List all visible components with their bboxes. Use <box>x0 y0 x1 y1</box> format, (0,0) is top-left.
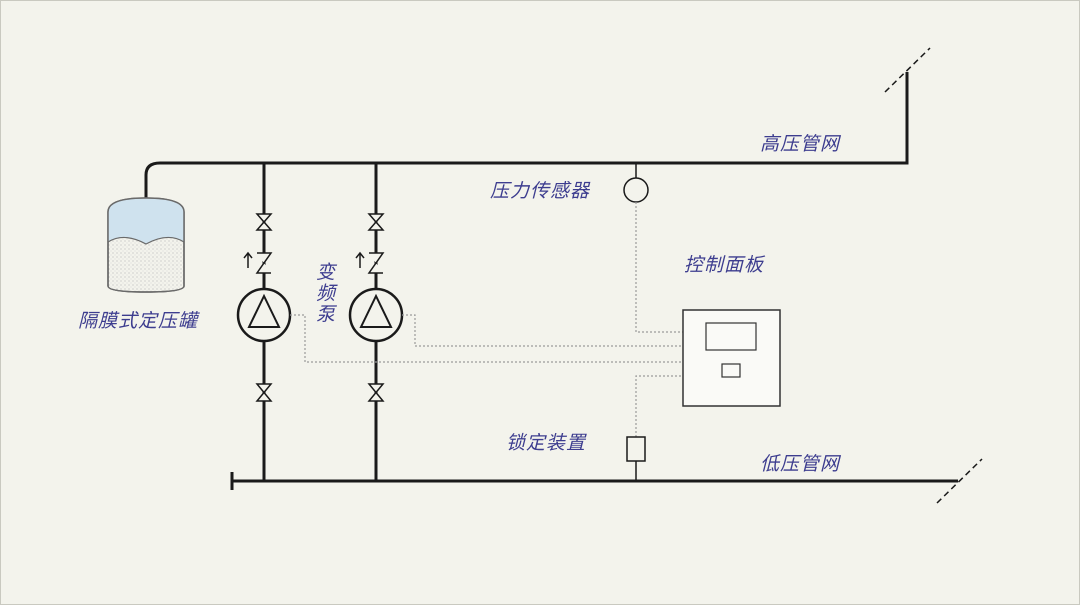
check-valve-1 <box>243 251 273 274</box>
diaphragm-tank <box>107 197 185 293</box>
pump-1 <box>236 287 292 343</box>
lock-device <box>626 436 646 481</box>
signal-lines <box>290 202 683 437</box>
control-panel-button <box>721 363 741 378</box>
label-pressure-sensor: 压力传感器 <box>490 180 591 202</box>
label-lock-device: 锁定装置 <box>506 432 587 454</box>
high-pressure-break-mark <box>884 47 931 93</box>
check-valve-2 <box>355 251 385 274</box>
label-low-pressure-net: 低压管网 <box>760 453 841 475</box>
pump-branch-2 <box>348 163 404 481</box>
label-control-panel: 控制面板 <box>684 254 765 276</box>
high-pressure-pipe <box>144 72 909 200</box>
label-high-pressure-net: 高压管网 <box>760 133 841 155</box>
control-panel-display <box>705 322 757 351</box>
gate-valve-lower-1 <box>255 383 273 402</box>
control-panel <box>682 309 781 407</box>
low-pressure-pipe <box>230 472 958 490</box>
gate-valve-upper-2 <box>367 213 385 231</box>
pressure-sensor <box>623 163 649 203</box>
label-diaphragm-tank: 隔膜式定压罐 <box>78 310 199 332</box>
pump-2 <box>348 287 404 343</box>
low-pressure-break-mark <box>936 458 983 504</box>
pump-branch-1 <box>236 163 292 481</box>
gate-valve-upper-1 <box>255 213 273 231</box>
label-vfd-pump: 变频泵 <box>313 262 335 325</box>
gate-valve-lower-2 <box>367 383 385 402</box>
